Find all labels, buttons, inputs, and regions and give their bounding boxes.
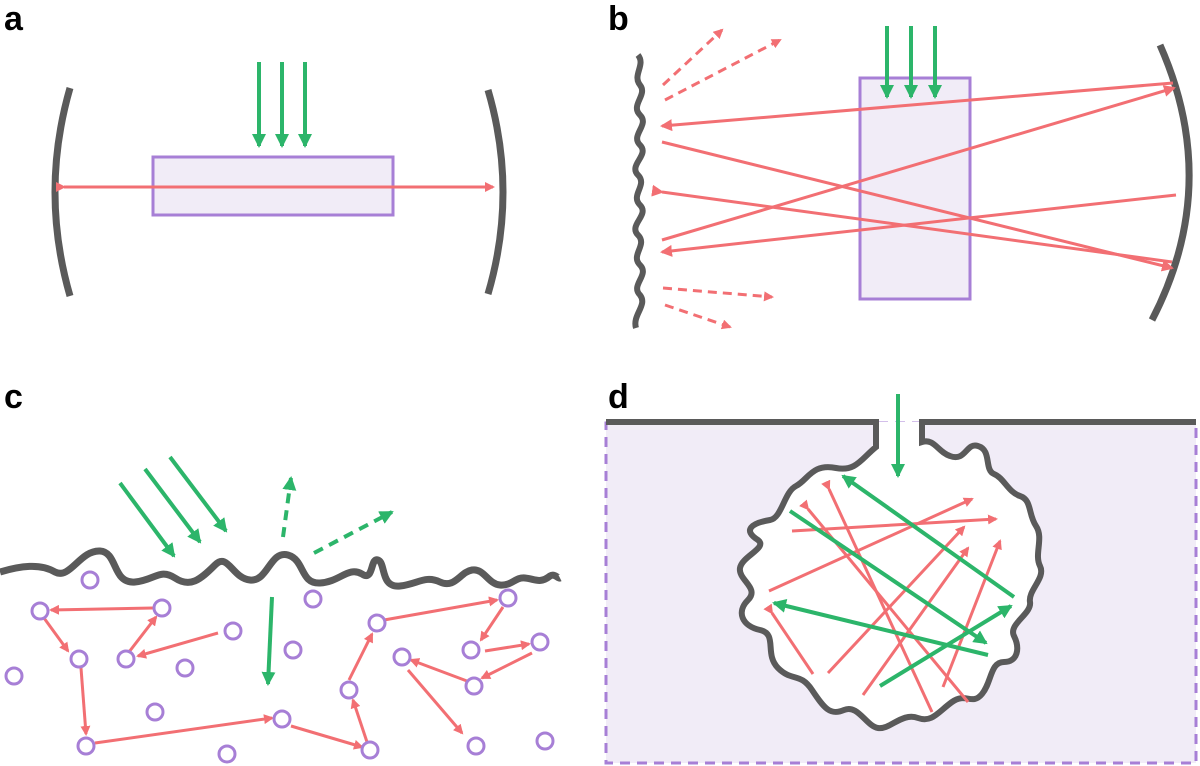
incident-pump-arrows	[118, 455, 228, 558]
panel-a-label: a	[4, 0, 24, 38]
rough-surface	[0, 547, 562, 590]
feedback-rays	[651, 81, 1177, 272]
green-internal-rays	[772, 474, 1016, 688]
cavity-wall	[606, 419, 1196, 732]
left-mirror	[51, 87, 74, 297]
reflected-pump-arrows	[281, 476, 394, 555]
transmitted-pump-arrow	[261, 596, 276, 686]
pump-arrows	[880, 26, 942, 99]
gain-medium	[858, 76, 972, 301]
scatterers	[4, 570, 555, 764]
panel-d-label: d	[608, 378, 629, 416]
pump-arrows	[252, 62, 312, 148]
right-mirror	[484, 89, 507, 295]
scattered-rays	[661, 28, 782, 330]
multiple-scattering-paths	[42, 596, 533, 750]
curved-mirror	[1148, 43, 1193, 322]
rough-mirror	[632, 53, 646, 329]
panel-c-label: c	[4, 378, 23, 416]
panel-b-label: b	[608, 0, 629, 38]
panel-c: c	[0, 378, 562, 764]
panel-a: a	[4, 0, 507, 297]
panel-b: b	[608, 0, 1193, 330]
panel-d: d	[604, 378, 1198, 765]
red-internal-rays	[763, 479, 1002, 713]
